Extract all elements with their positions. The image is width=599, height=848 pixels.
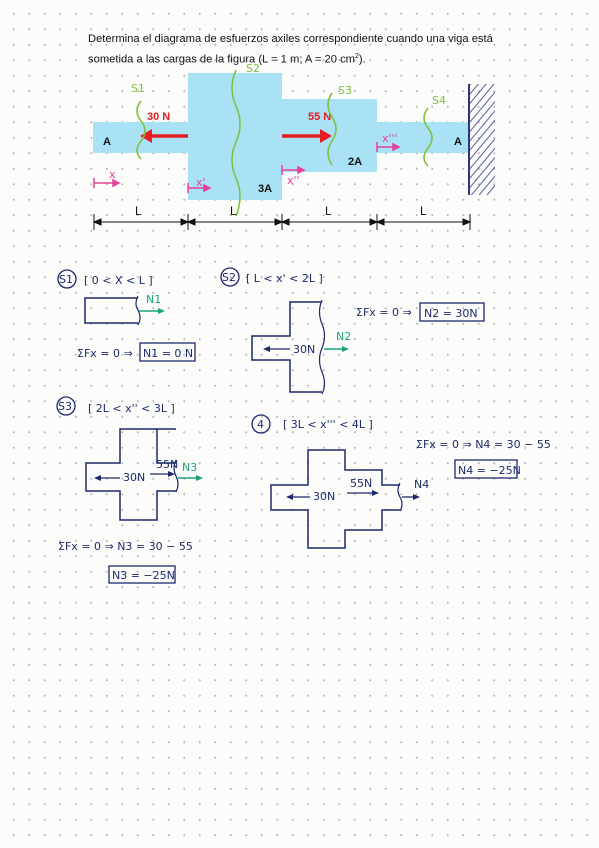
equation-s2: ΣFx = 0 ⇒ (356, 306, 412, 319)
badge-s1: S1 (59, 273, 73, 286)
section-cut-s3 (327, 92, 337, 166)
equation-s4: ΣFx = 0 ⇒ N4 = 30 − 55 (416, 438, 551, 451)
coord-label-x1: x' (196, 176, 206, 189)
statement-line-1: Determina el diagrama de esfuerzos axile… (88, 33, 493, 45)
force2-label-s3: 55N (156, 458, 178, 471)
section-cut-s1 (136, 100, 146, 160)
force-label-s2: 30N (293, 343, 315, 356)
force1-label-s3: 30N (123, 471, 145, 484)
n-label-s4: N4 (414, 478, 429, 491)
section-label-s4: S4 (432, 94, 446, 107)
statement-superscript: 2 (354, 53, 359, 60)
badge-s4: 4 (257, 418, 264, 431)
problem-statement: Determina el diagrama de esfuerzos axile… (88, 31, 528, 69)
badge-s2: S2 (222, 271, 236, 284)
beam-segment-3a (188, 73, 282, 200)
length-label-1: L (135, 204, 142, 218)
range-s1: [ 0 < X < L ] (84, 274, 153, 287)
length-label-2: L (230, 204, 237, 218)
area-label-right: A (454, 136, 462, 148)
area-label-left: A (103, 136, 111, 148)
force-arrow-30n (140, 129, 152, 143)
statement-line-2: sometida a las cargas de la figura (L = … (88, 53, 355, 66)
area-label-2a: 2A (348, 156, 362, 168)
badge-s3: S3 (58, 400, 72, 413)
force-label-30n: 30 N (147, 111, 170, 123)
section-cut-s4 (423, 107, 433, 167)
solution-s3: S3 [ 2L < x'' < 3L ] 30N 55N N3 ΣFx = 0 … (56, 396, 203, 584)
beam-figure: A 3A 2A A 30 N 55 N S1 S2 S3 S4 x x' x''… (92, 62, 495, 230)
solution-s1: S1 [ 0 < X < L ] N1 ΣFx = 0 ⇒ N1 = 0 N (57, 269, 196, 362)
range-s2: [ L < x' < 2L ] (246, 272, 323, 285)
result-s1: N1 = 0 N (143, 347, 193, 360)
force2-label-s4: 55N (350, 477, 372, 490)
coord-label-x3: x''' (382, 132, 398, 145)
section-label-s1: S1 (131, 82, 145, 95)
statement-line-2-end: ). (358, 53, 366, 66)
n-label-s1: N1 (146, 293, 161, 306)
equation-s1: ΣFx = 0 ⇒ (77, 347, 133, 360)
equation-s3: ΣFx = 0 ⇒ N3 = 30 − 55 (58, 540, 193, 553)
coord-label-x2: x'' (287, 174, 300, 187)
length-label-3: L (325, 204, 332, 218)
result-s4: N4 = −25N (458, 464, 521, 477)
result-s2: N2 = 30N (424, 307, 478, 320)
wall-support (469, 84, 495, 195)
force-arrow-55n (320, 129, 332, 143)
area-label-3a: 3A (258, 183, 272, 195)
force-label-55n: 55 N (308, 111, 331, 123)
length-label-4: L (420, 204, 427, 218)
n-label-s3: N3 (182, 461, 197, 474)
section-label-s3: S3 (338, 84, 352, 97)
section-label-s2: S2 (246, 62, 260, 75)
n-label-s2: N2 (336, 330, 351, 343)
range-s3: [ 2L < x'' < 3L ] (88, 402, 175, 415)
dimension-line (92, 214, 472, 230)
force1-label-s4: 30N (313, 490, 335, 503)
section-cut-s2 (231, 69, 241, 217)
solution-s4: 4 [ 3L < x''' < 4L ] ΣFx = 0 ⇒ N4 = 30 −… (251, 414, 551, 549)
result-s3: N3 = −25N (112, 569, 175, 582)
solution-s2: S2 [ L < x' < 2L ] ΣFx = 0 ⇒ N2 = 30N 30… (220, 267, 485, 395)
range-s4: [ 3L < x''' < 4L ] (283, 418, 373, 431)
coord-label-x: x (109, 168, 116, 181)
